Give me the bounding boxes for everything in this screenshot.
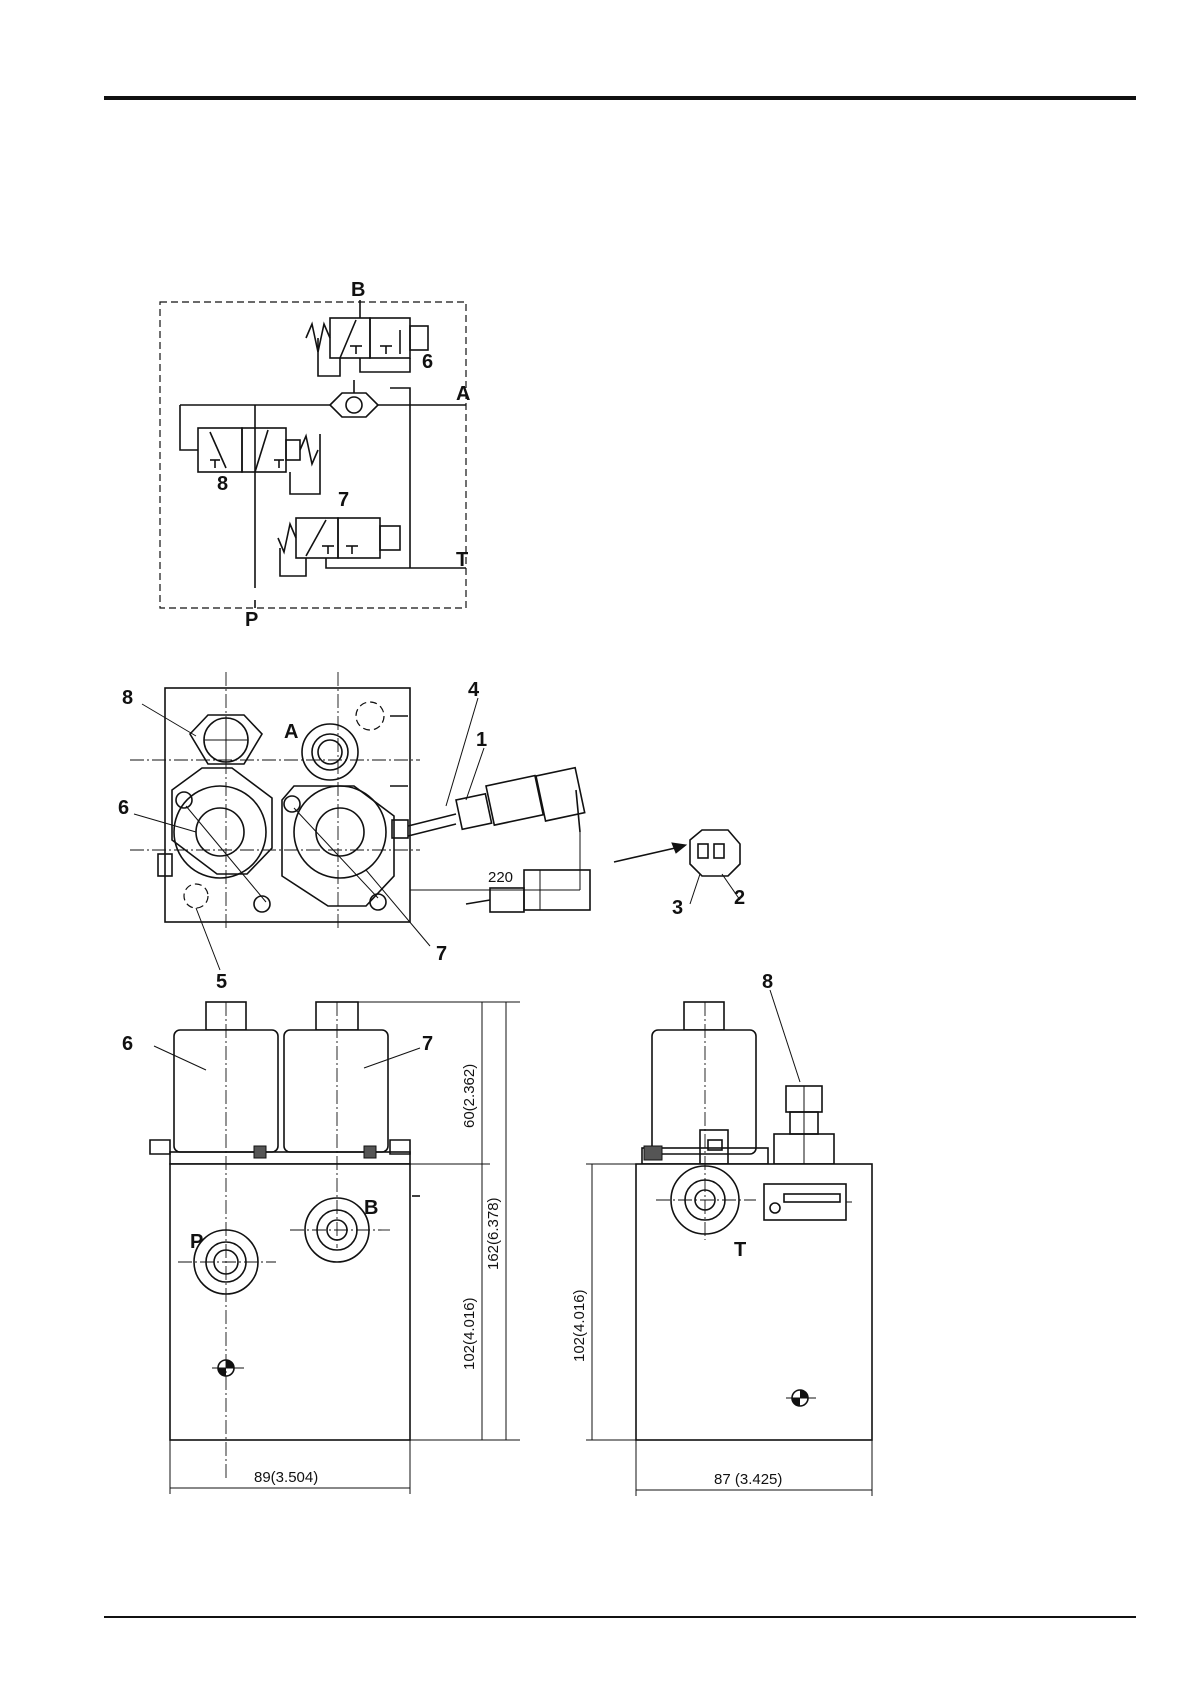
front-view: 6 7 P B 89(3.504) 60(2.362) 102(4.016) 1… bbox=[122, 1002, 520, 1494]
dim-total-height: 162(6.378) bbox=[485, 1197, 502, 1270]
callout-4: 4 bbox=[468, 679, 480, 701]
solenoid-valve-6-symbol bbox=[306, 318, 428, 376]
top-view: 220 8 A 6 4 1 5 7 3 2 bbox=[118, 672, 745, 993]
port-label-p: P bbox=[245, 609, 258, 631]
hydraulic-schematic: B A T P 6 8 7 bbox=[160, 279, 470, 631]
dim-side-width: 87 (3.425) bbox=[714, 1471, 782, 1488]
shuttle-valve-symbol bbox=[180, 380, 430, 417]
callout-3: 3 bbox=[672, 897, 683, 919]
port-label-t: T bbox=[456, 549, 468, 571]
schematic-enclosure bbox=[160, 302, 466, 608]
port-label-a: A bbox=[456, 383, 470, 405]
callout-p-front: P bbox=[190, 1231, 203, 1253]
callout-6: 6 bbox=[118, 797, 129, 819]
callout-2: 2 bbox=[734, 887, 745, 909]
callout-6-front: 6 bbox=[122, 1033, 133, 1055]
valve-label-6: 6 bbox=[422, 351, 433, 373]
solenoid-coil-7 bbox=[284, 1030, 388, 1152]
callout-b-front: B bbox=[364, 1197, 378, 1219]
relief-valve-8-side bbox=[774, 1086, 834, 1164]
port-label-b: B bbox=[351, 279, 365, 301]
directional-valve-8-symbol bbox=[180, 405, 320, 494]
callout-7-front: 7 bbox=[422, 1033, 433, 1055]
callout-a: A bbox=[284, 721, 298, 743]
connector-1 bbox=[408, 768, 585, 836]
valve-label-7: 7 bbox=[338, 489, 349, 511]
cable-length-dim: 220 bbox=[488, 869, 513, 886]
dim-coil-height: 60(2.362) bbox=[461, 1064, 478, 1128]
callout-1: 1 bbox=[476, 729, 487, 751]
callout-t-side: T bbox=[734, 1239, 746, 1261]
connector-pin-view bbox=[690, 830, 740, 904]
dim-front-width: 89(3.504) bbox=[254, 1469, 318, 1486]
dim-block-height-front: 102(4.016) bbox=[461, 1297, 478, 1370]
mating-connector bbox=[466, 870, 590, 912]
solenoid-coil-side bbox=[652, 1030, 756, 1154]
valve-label-8: 8 bbox=[217, 473, 228, 495]
callout-7: 7 bbox=[436, 943, 447, 965]
callout-8: 8 bbox=[122, 687, 133, 709]
callout-5: 5 bbox=[216, 971, 227, 993]
callout-8-side: 8 bbox=[762, 971, 773, 993]
side-view: 8 T 87 (3.425) 102(4.016) bbox=[571, 971, 872, 1496]
dim-block-height-side: 102(4.016) bbox=[571, 1289, 588, 1362]
